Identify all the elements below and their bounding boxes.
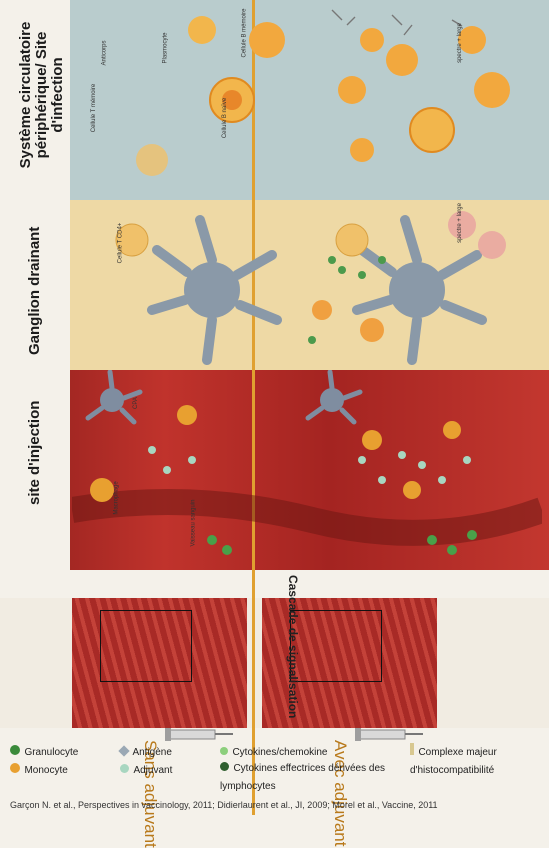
macrophage-label: Macrophage: [114, 481, 120, 514]
zoom-box-right: [290, 610, 382, 682]
legend-item-mhc: Complexe majeur d'histocompatibilité: [410, 742, 530, 778]
naive-b-cell: [210, 78, 254, 122]
adjuvant-icon: [120, 764, 129, 773]
circulatory-spectrum-label: spectre + large: [457, 23, 463, 63]
circulatory-illustration: [72, 0, 542, 200]
macrophage: [90, 478, 114, 502]
injection-site-illustration: [72, 370, 542, 570]
memory-t-label: Cellule T mémoire: [91, 84, 97, 132]
injection-site-heading: site d'injection: [26, 401, 43, 505]
antibodies-label: Anticorps: [102, 40, 108, 65]
lymph-spectrum-label: spectre + large: [457, 203, 463, 243]
naive-b-label: Cellule B naïve: [222, 98, 228, 138]
cytokine-icon: [220, 747, 228, 755]
lymph-node-illustration: [72, 200, 542, 370]
plasmocyte-label: Plasmocyte: [163, 32, 169, 63]
mhc-icon: [410, 743, 414, 755]
lymph-node-heading: Ganglion drainant: [26, 227, 43, 355]
zoom-box-left: [100, 610, 192, 682]
legend-item-monocyte: Monocyte: [10, 760, 68, 778]
dendritic-cell-left: [152, 220, 277, 360]
legend-item-antigen: Antigène: [120, 742, 172, 760]
legend-item-granulocyte: Granulocyte: [10, 742, 78, 760]
apc-cell-right: [308, 372, 360, 422]
signal-cascade-label: Cascade de signalisation: [286, 575, 300, 718]
cd4-t-label: Cellule T CD4+: [117, 223, 123, 264]
granulocyte-icon: [10, 745, 20, 755]
legend-item-adjuvant: Adjuvant: [120, 760, 172, 778]
reference-citation: Garçon N. et al., Perspectives in vaccin…: [10, 800, 540, 810]
circulatory-heading: Système circulatoire périphérique/ Site …: [18, 0, 66, 190]
diagram-page: { "sections": { "circulatory": "Système …: [0, 0, 549, 815]
blood-vessel-label: Vaisseau sanguin: [190, 500, 196, 547]
effector-cytokine-icon: [220, 762, 229, 771]
memory-b-label: Cellule B mémoire: [242, 8, 248, 57]
legend: Granulocyte Monocyte Antigène Adjuvant C…: [10, 742, 530, 798]
memory-b-cell: [188, 16, 216, 44]
plasmocyte: [249, 22, 285, 58]
antigen-icon: [118, 745, 129, 756]
legend-item-effector-cytokines: Cytokines effectrices dérivées des lymph…: [220, 758, 410, 794]
monocyte-icon: [10, 763, 20, 773]
memory-t-cell: [136, 144, 168, 176]
cpa-label: CPA: [133, 397, 139, 409]
